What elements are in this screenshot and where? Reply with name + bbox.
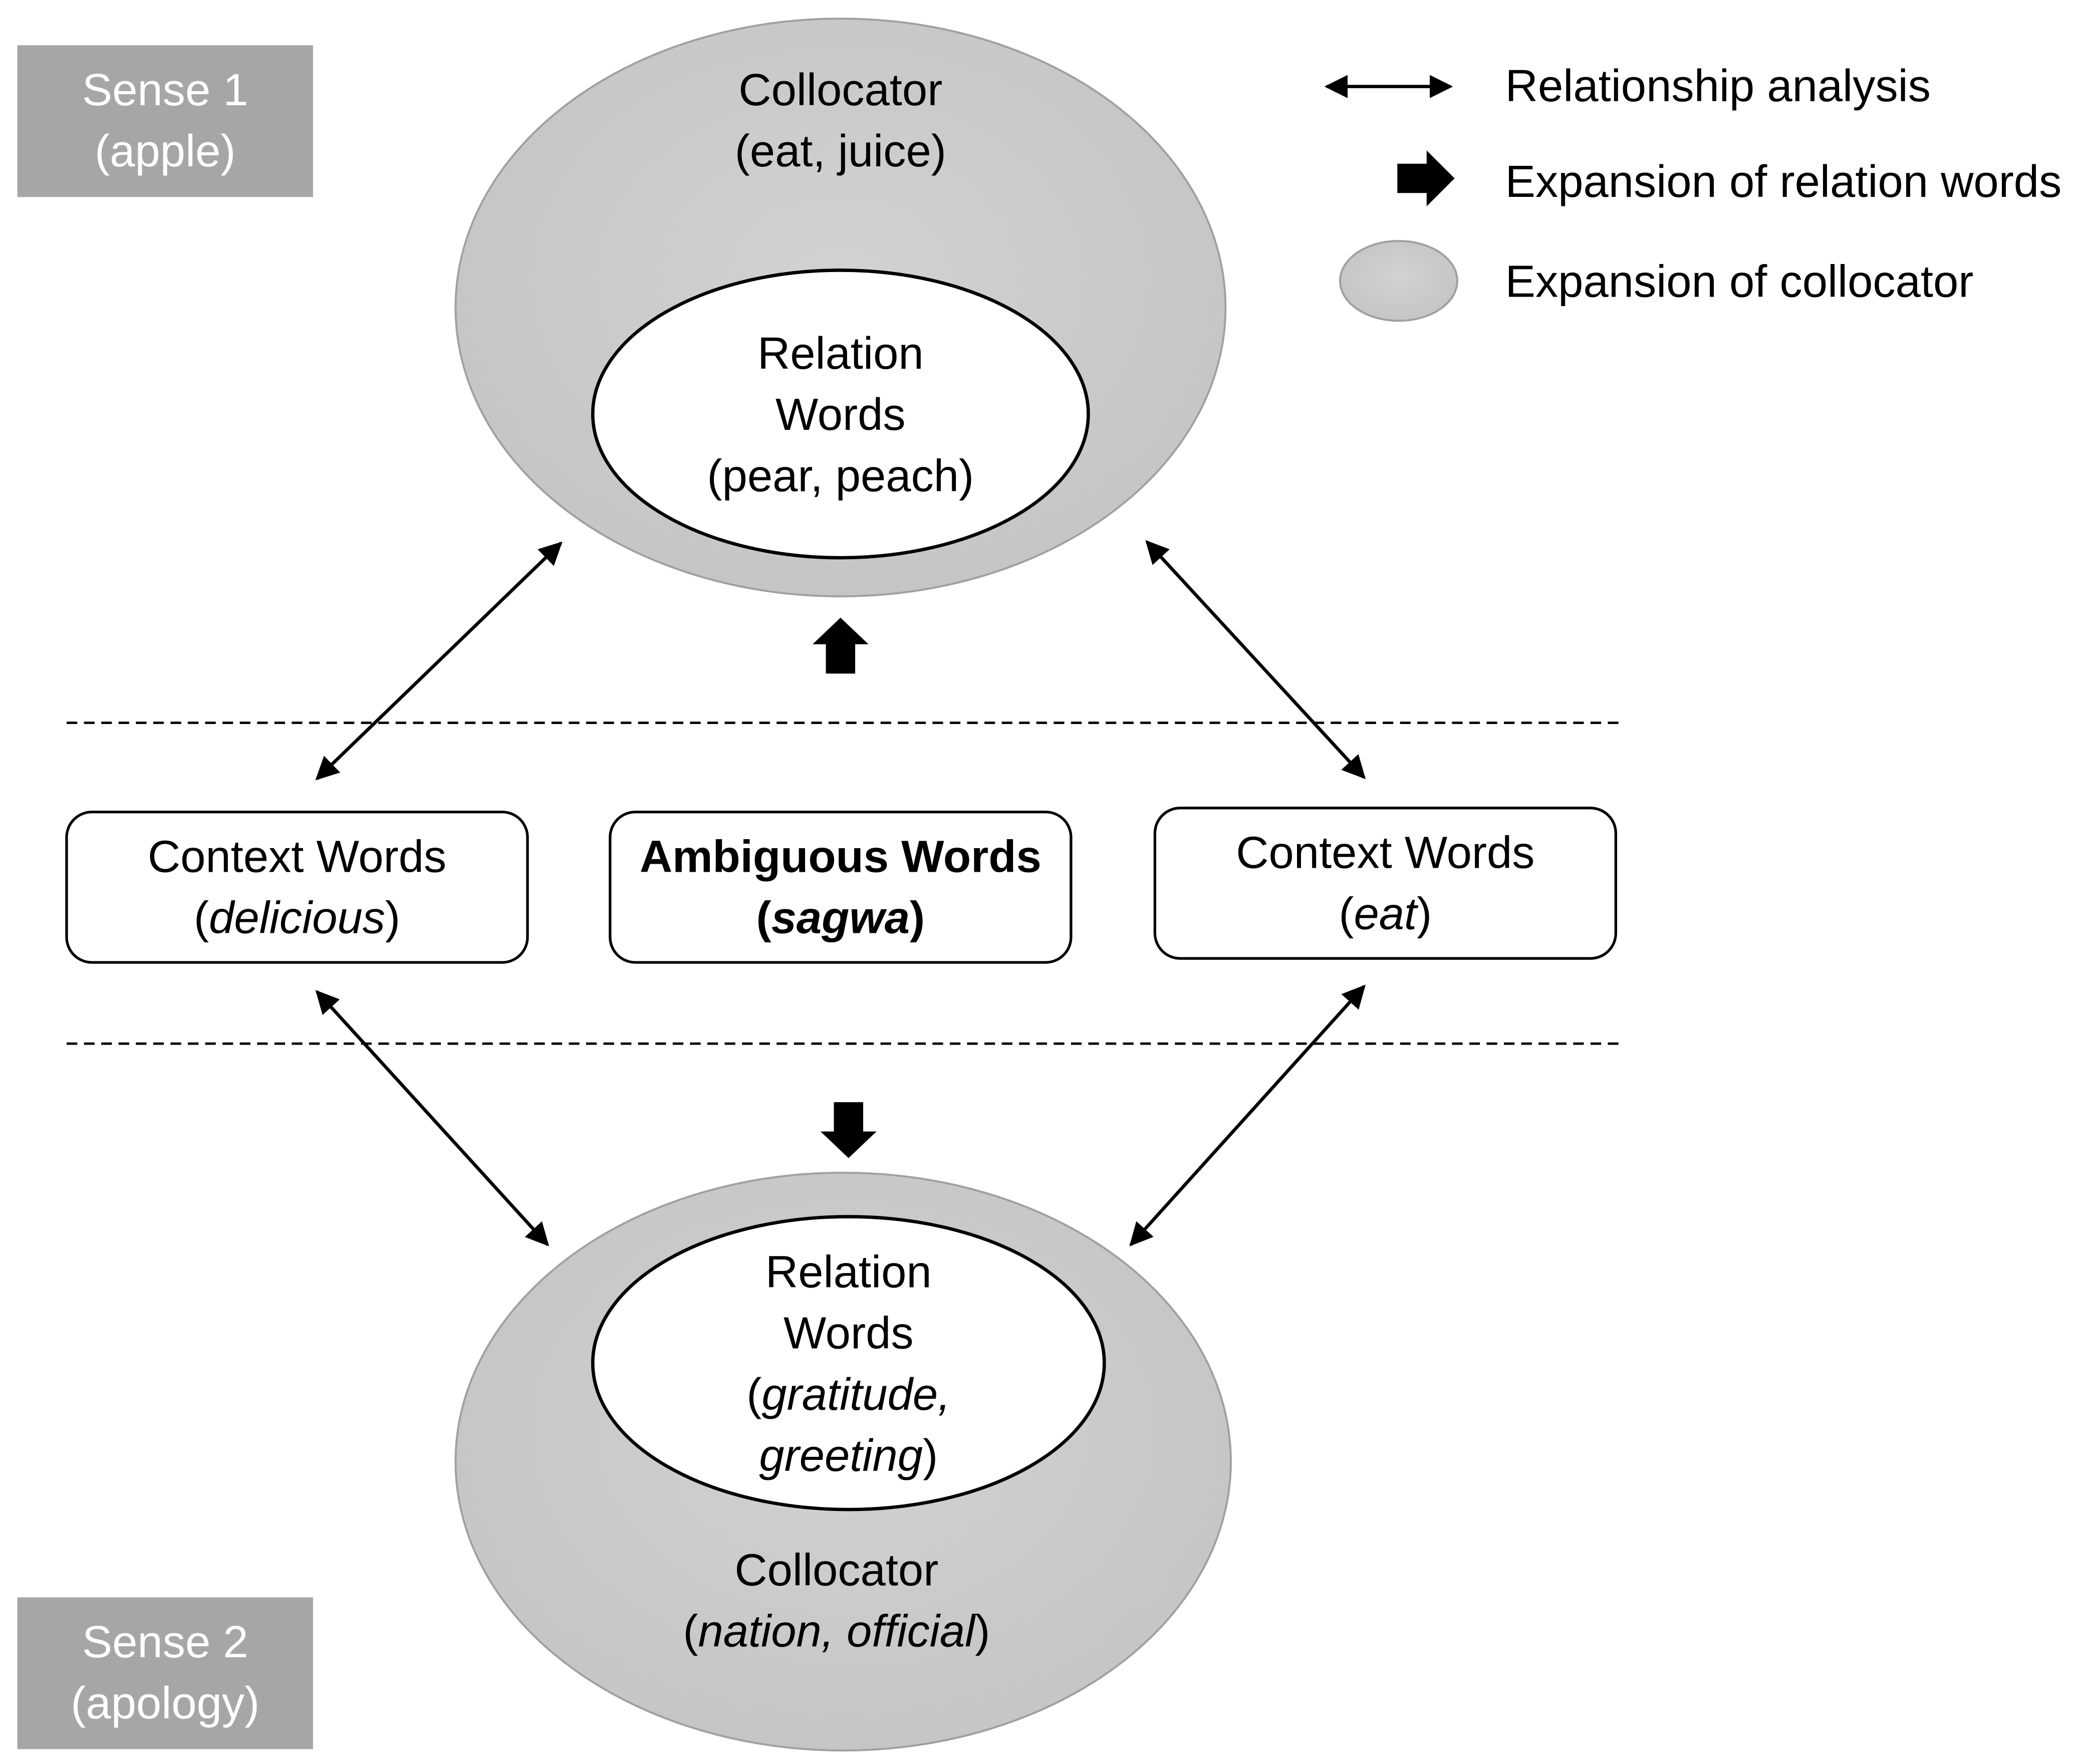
arrow-right-bottom — [1129, 984, 1366, 1246]
legend-relationship-label: Relationship analysis — [1505, 61, 1931, 112]
sense1-line1: Sense 1 — [82, 65, 248, 116]
legend-block-arrow-icon — [1397, 150, 1455, 206]
bottom-relation-line2: Words — [783, 1308, 914, 1359]
top-relation-text: Relation Words (pear, peach) — [641, 324, 1041, 508]
context-words-right-box: Context Words (eat) — [1153, 807, 1618, 960]
expansion-up-arrow — [812, 617, 869, 674]
bottom-collocator-title: Collocator — [734, 1545, 939, 1596]
bottom-collocator-words: (nation, official) — [683, 1606, 990, 1657]
sense2-line2: (apology) — [71, 1678, 260, 1729]
context-right-title: Context Words — [1236, 827, 1535, 878]
context-right-word: (eat) — [1339, 888, 1432, 939]
sense2-label: Sense 2 (apology) — [17, 1597, 313, 1749]
ambiguous-title: Ambiguous Words — [639, 831, 1042, 882]
sense2-line1: Sense 2 — [82, 1617, 248, 1668]
legend-expansion-relation-label: Expansion of relation words — [1505, 157, 2062, 208]
sense1-line2: (apple) — [94, 126, 236, 177]
top-collocator-words: (eat, juice) — [734, 126, 946, 177]
ambiguous-words-box: Ambiguous Words (sagwa) — [609, 811, 1073, 964]
top-relation-line1: Relation — [757, 329, 924, 380]
context-left-word: (delicious) — [193, 892, 400, 943]
top-relation-line2: Words — [775, 390, 906, 441]
arrow-right-top — [1145, 540, 1366, 780]
bottom-relation-words-1: (gratitude, — [746, 1370, 951, 1421]
ambiguous-word: (sagwa) — [756, 892, 925, 943]
legend-expansion-collocator-label: Expansion of collocator — [1505, 257, 1974, 308]
top-collocator-title: Collocator — [738, 65, 943, 116]
top-relation-words: (pear, peach) — [707, 451, 974, 502]
top-relation-ellipse — [591, 269, 1090, 560]
arrow-left-bottom — [315, 990, 549, 1246]
expansion-down-arrow — [820, 1102, 877, 1158]
sense1-label: Sense 1 (apple) — [17, 45, 313, 197]
context-left-title: Context Words — [147, 831, 447, 882]
top-collocator-text: Collocator (eat, juice) — [641, 60, 1041, 182]
bottom-relation-words-2: greeting) — [759, 1431, 938, 1482]
context-words-left-box: Context Words (delicious) — [65, 811, 529, 964]
bottom-relation-ellipse — [591, 1215, 1106, 1511]
bottom-relation-line1: Relation — [765, 1247, 932, 1298]
arrow-left-top — [315, 541, 563, 781]
bottom-collocator-text: Collocator (nation, official) — [570, 1540, 1103, 1662]
legend-gray-ellipse-icon — [1339, 239, 1458, 322]
bottom-relation-text: Relation Words (gratitude, greeting) — [649, 1242, 1049, 1487]
